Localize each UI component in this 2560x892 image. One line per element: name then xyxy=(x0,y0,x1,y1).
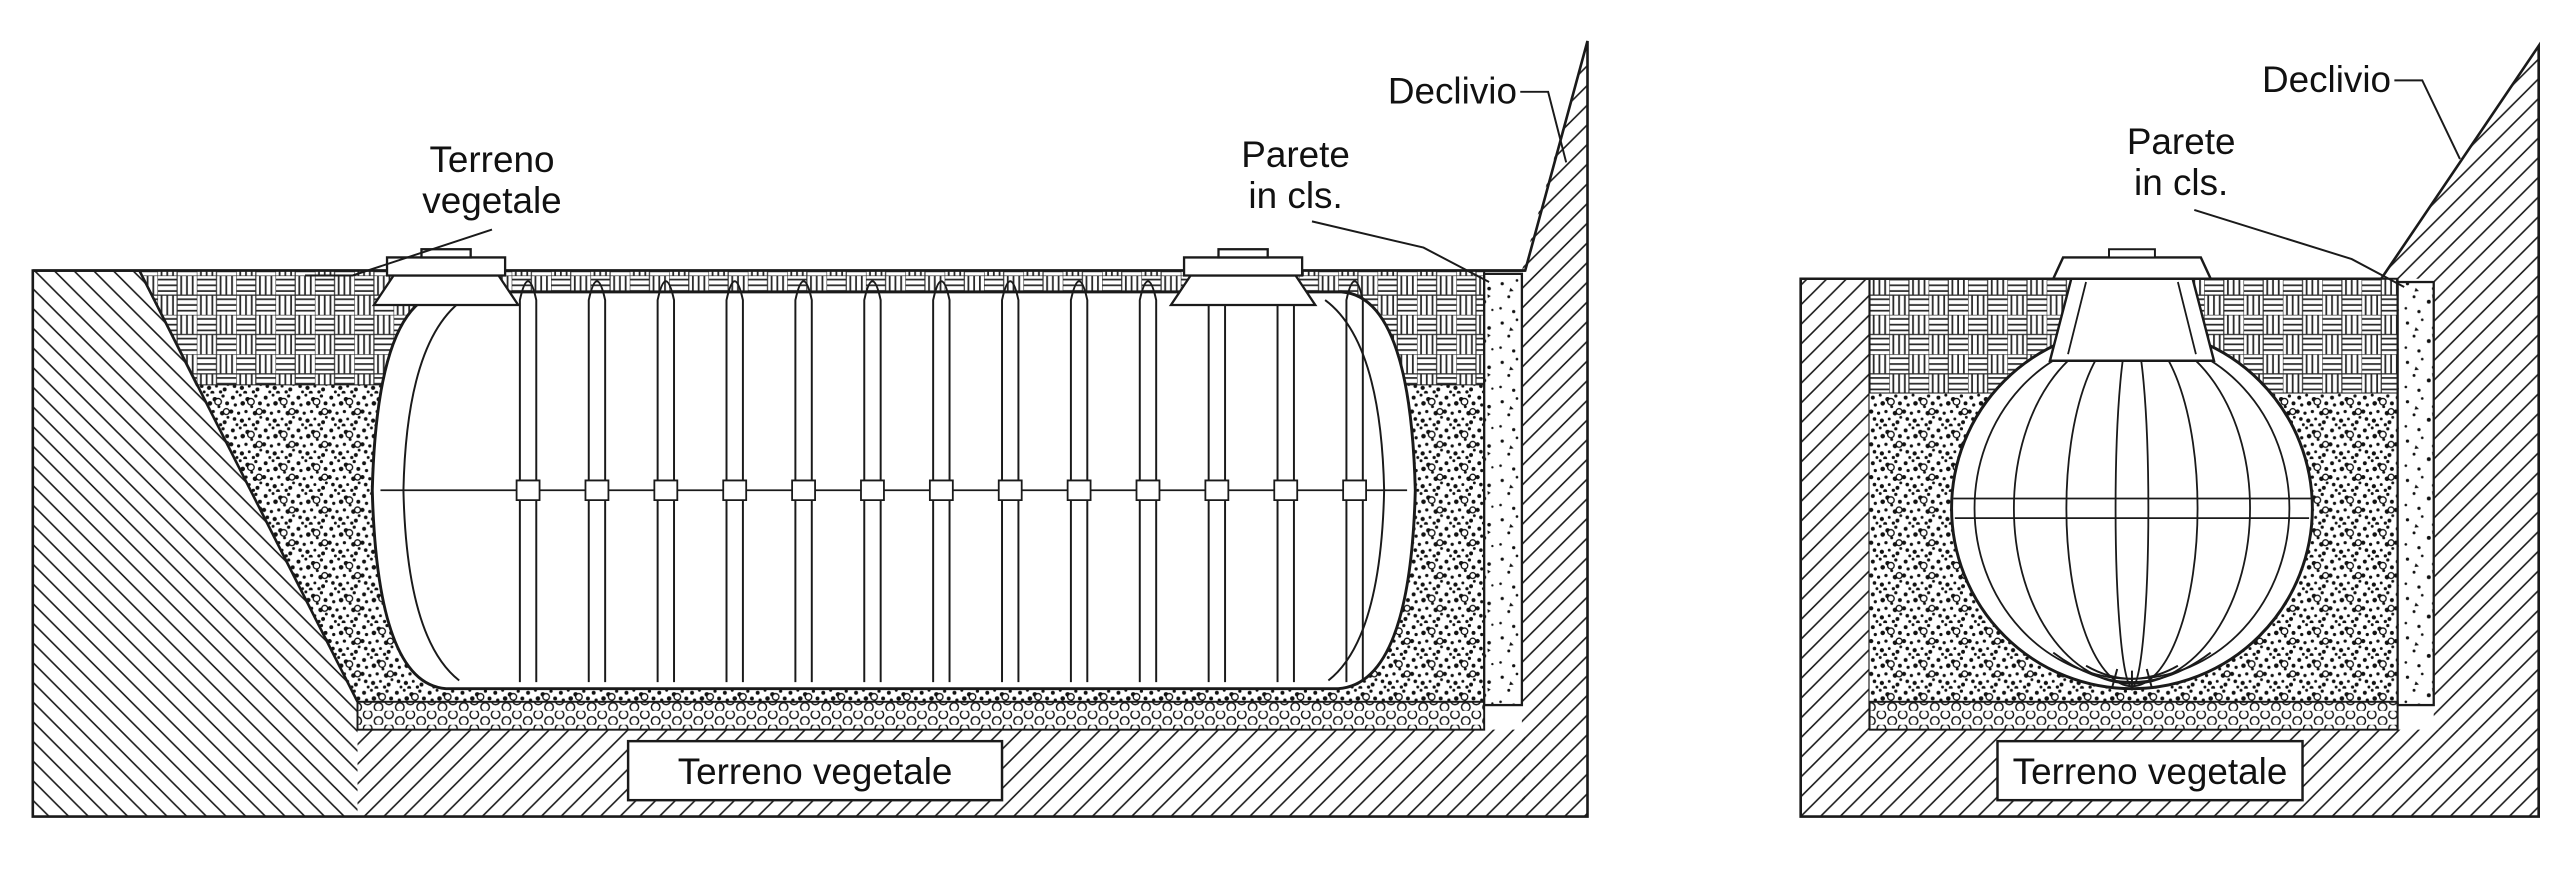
caption-text: Terreno vegetale xyxy=(678,751,953,792)
earth-hatch-left-wedge xyxy=(32,270,358,817)
access-cover-left xyxy=(371,248,521,307)
excavation-slope-line xyxy=(138,269,359,703)
concrete-wall-leader-line xyxy=(2193,208,2405,288)
slope-label: Declivio xyxy=(1388,70,1517,111)
concrete-wall-leader-line xyxy=(1311,220,1490,283)
gravel-bed xyxy=(1868,700,2399,731)
topsoil-leader-line xyxy=(305,228,493,277)
slope-leader-line xyxy=(2394,79,2461,160)
gravel-bed xyxy=(356,700,1486,731)
tank-rib-mid-blocks xyxy=(515,479,1368,502)
earth-hatch-right-slope xyxy=(1521,40,1588,817)
right-diagram: Parete in cls. Declivio Terreno vegetale xyxy=(1799,41,2540,818)
concrete-wall-label-line1: Parete xyxy=(1241,134,1350,175)
tank-base-foot xyxy=(2052,651,2212,691)
concrete-wall xyxy=(1483,272,1524,707)
topsoil-label-line2: vegetale xyxy=(422,180,561,221)
earth-hatch-left-band xyxy=(1800,278,1870,730)
caption-box xyxy=(1996,739,2304,802)
concrete-wall-label-line2: in cls. xyxy=(2134,162,2228,203)
left-diagram: Terreno vegetale Parete in cls. Declivio… xyxy=(31,40,1589,818)
caption-box xyxy=(626,739,1004,802)
horizontal-tank xyxy=(370,248,1417,691)
concrete-wall-label-line1: Parete xyxy=(2127,121,2236,162)
tank-lid xyxy=(2051,256,2213,280)
caption-text: Terreno vegetale xyxy=(2013,751,2288,792)
topsoil-label-line1: Terreno xyxy=(429,139,554,180)
tank-neck-inner-lines xyxy=(2067,281,2197,355)
spherical-tank xyxy=(1950,248,2314,691)
tank-equator-band xyxy=(1953,497,2311,520)
tank-lid-nub xyxy=(2108,248,2156,259)
tank-body xyxy=(1950,326,2314,691)
concrete-wall xyxy=(2396,280,2435,707)
access-cover-right xyxy=(1168,248,1318,307)
slope-label: Declivio xyxy=(2262,59,2391,100)
earth-hatch-right-slope xyxy=(2381,45,2539,730)
tank-neck xyxy=(2048,277,2216,362)
concrete-wall-label-line2: in cls. xyxy=(1248,175,1342,216)
slope-leader-line xyxy=(1520,90,1568,163)
